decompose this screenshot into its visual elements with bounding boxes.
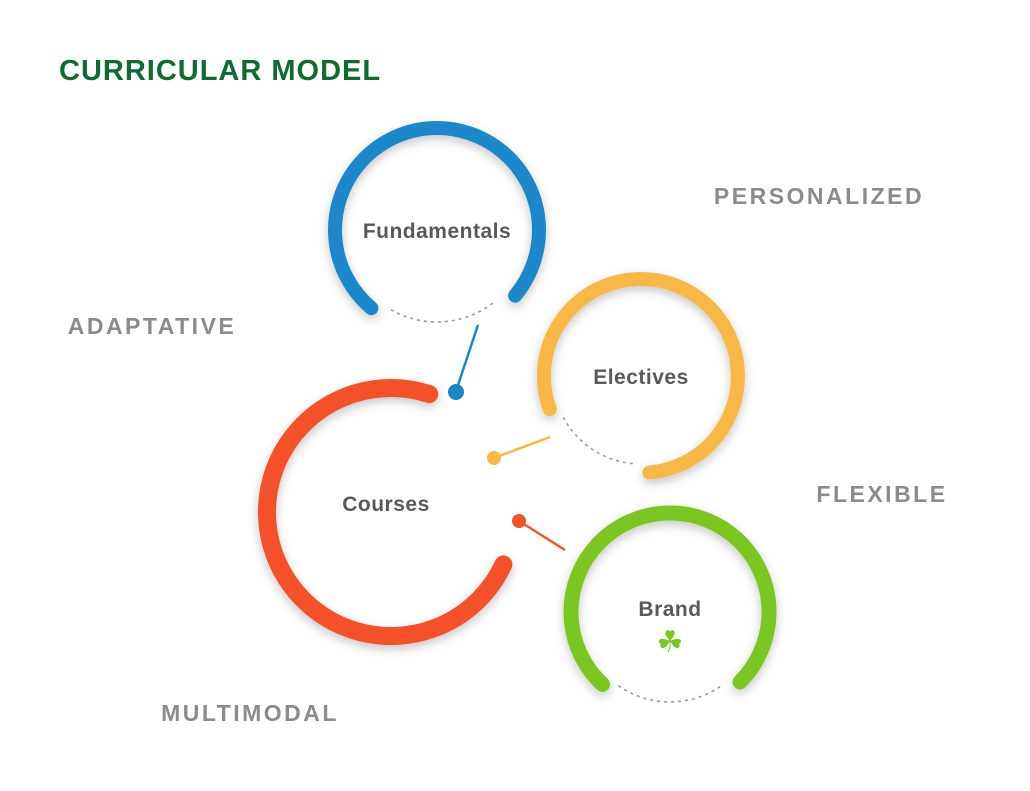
electives-arc xyxy=(536,271,745,480)
electives-connector xyxy=(487,435,551,465)
page-title: CURRICULAR MODEL xyxy=(59,55,381,87)
brand-ring: Brand ☘ xyxy=(563,505,777,703)
courses-label: Courses xyxy=(342,493,430,516)
brand-dashed-arc xyxy=(617,685,723,703)
courses-arc xyxy=(258,379,513,645)
label-personalized: PERSONALIZED xyxy=(714,183,924,209)
fundamentals-dashed-arc xyxy=(390,301,495,323)
label-adaptative: ADAPTATIVE xyxy=(68,313,237,339)
electives-dashed-arc xyxy=(562,416,637,465)
fundamentals-connector-dot xyxy=(448,384,464,400)
brand-arc xyxy=(563,505,777,692)
electives-ring: Electives xyxy=(487,271,745,480)
fundamentals-ring: Fundamentals xyxy=(328,120,546,400)
shamrock-icon: ☘ xyxy=(657,625,684,660)
courses-connector xyxy=(512,514,566,552)
fundamentals-connector-line xyxy=(455,324,480,389)
fundamentals-label: Fundamentals xyxy=(363,220,511,243)
courses-connector-dot xyxy=(512,514,526,528)
label-flexible: FLEXIBLE xyxy=(816,481,947,507)
courses-connector-line xyxy=(518,519,566,552)
brand-label: Brand xyxy=(638,598,701,621)
electives-label: Electives xyxy=(593,366,689,389)
electives-connector-dot xyxy=(487,451,501,465)
fundamentals-arc xyxy=(328,120,546,316)
electives-connector-line xyxy=(493,435,551,460)
courses-ring: Courses xyxy=(258,379,566,645)
fundamentals-connector xyxy=(448,324,480,400)
label-multimodal: MULTIMODAL xyxy=(161,700,339,726)
